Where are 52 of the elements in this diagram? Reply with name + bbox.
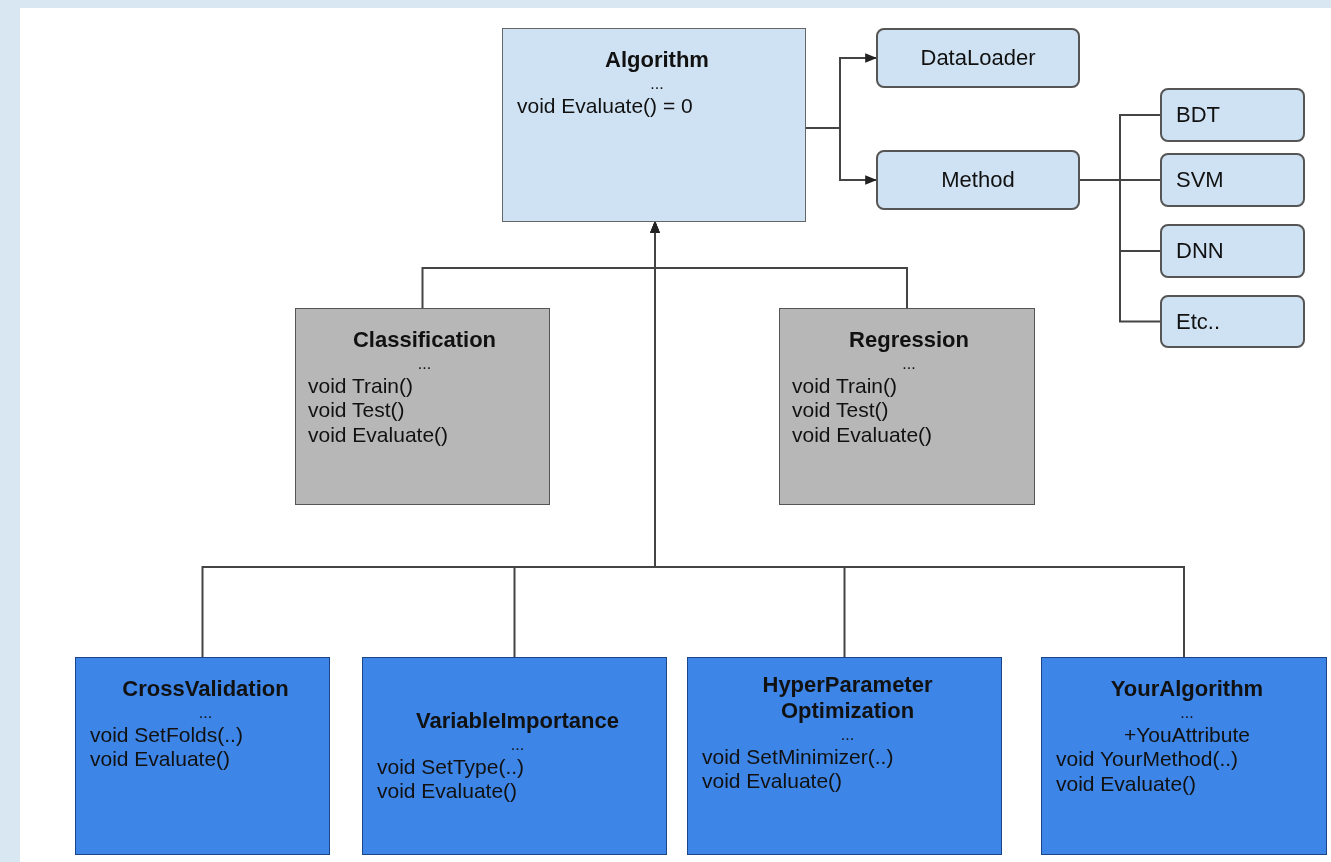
method-box	[1160, 88, 1305, 142]
box-label: BDT	[1176, 102, 1220, 128]
connector	[1079, 179, 1161, 323]
class-name: YourAlgorithm	[1109, 676, 1265, 702]
method-signature: void SetMinimizer(..)	[702, 744, 895, 770]
class-member: ...	[416, 355, 433, 374]
method-signature: void SetFolds(..)	[90, 722, 244, 748]
box-label: SVM	[1176, 167, 1224, 193]
box-label: Etc..	[1176, 308, 1220, 335]
class-member: ...	[839, 726, 856, 745]
method-signature: void Evaluate()	[792, 422, 934, 448]
box-label: DNN	[1176, 238, 1224, 264]
class-box	[1041, 657, 1327, 855]
method-signature: void Train()	[308, 373, 415, 399]
class-name: Classification	[351, 327, 497, 353]
method-signature: void Evaluate()	[308, 422, 450, 448]
class-name: CrossValidation	[121, 676, 290, 702]
class-box	[779, 308, 1035, 505]
class-box	[502, 28, 806, 222]
class-box	[295, 308, 550, 505]
method-signature: void Evaluate()	[377, 779, 519, 804]
method-box	[1160, 295, 1305, 348]
class-name: HyperParameter Optimization	[761, 672, 934, 724]
class-member: ...	[509, 736, 526, 755]
class-box	[362, 657, 667, 855]
class-member: +YouAttribute	[1123, 722, 1251, 748]
method-signature: void Test()	[308, 398, 406, 423]
component-box	[876, 150, 1080, 210]
class-name: Regression	[848, 327, 970, 353]
method-signature: void Evaluate()	[1056, 771, 1198, 797]
class-box	[687, 657, 1002, 855]
method-box	[1160, 224, 1305, 278]
connector	[650, 220, 1185, 658]
component-box	[876, 28, 1080, 88]
box-label: Method	[941, 167, 1015, 193]
method-signature: void SetType(..)	[377, 754, 526, 780]
method-signature: void Train()	[792, 373, 899, 399]
class-member: ...	[1179, 704, 1195, 723]
method-signature: void Evaluate()	[90, 747, 232, 772]
class-name: VariableImportance	[415, 708, 620, 735]
method-signature: void YourMethod(..)	[1056, 747, 1240, 772]
box-label: DataLoader	[920, 45, 1036, 71]
method-box	[1160, 153, 1305, 207]
class-member: ...	[649, 75, 665, 94]
method-signature: void Evaluate() = 0	[517, 93, 694, 119]
class-name: Algorithm	[604, 47, 710, 73]
class-box	[75, 657, 330, 855]
method-signature: void Test()	[792, 398, 890, 423]
method-signature: void Evaluate()	[702, 769, 844, 794]
connector	[805, 127, 878, 185]
class-member: ...	[901, 355, 917, 374]
class-member: ...	[197, 704, 214, 723]
